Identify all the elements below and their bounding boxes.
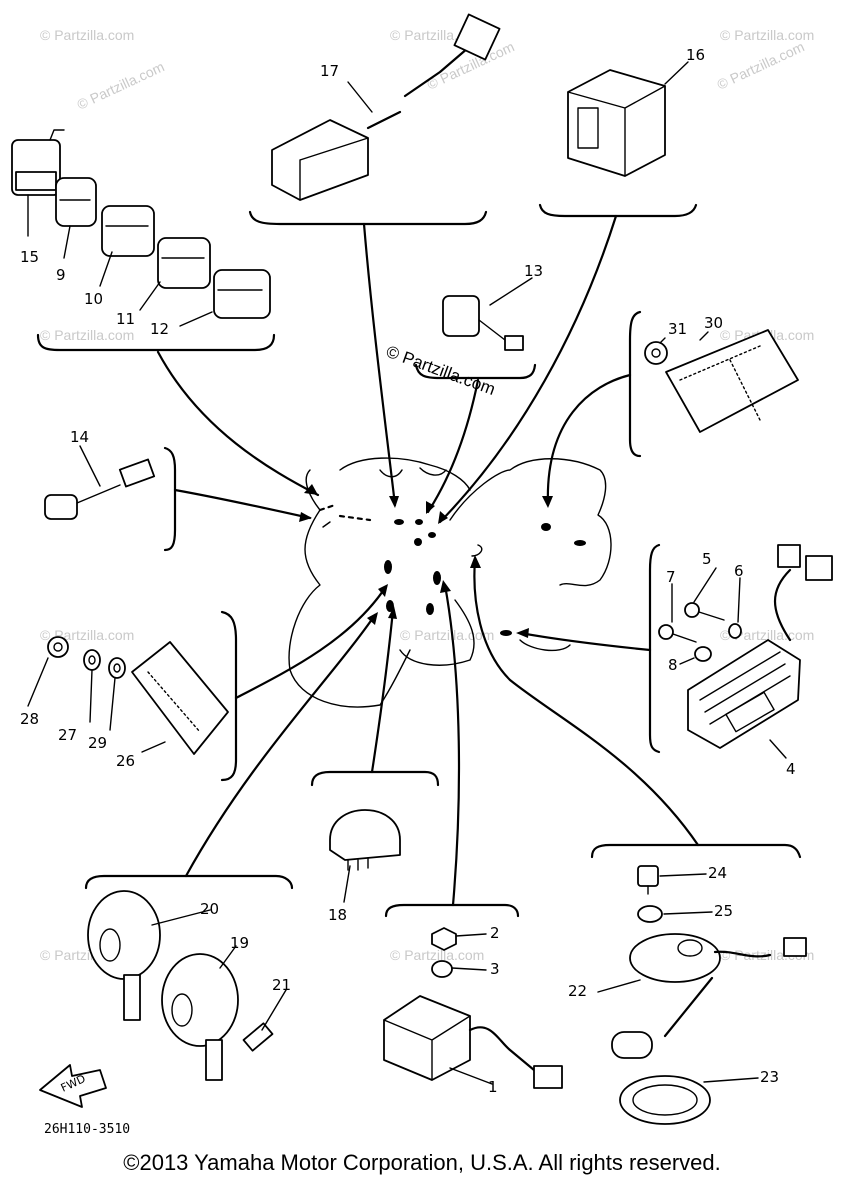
callout-22: 22 bbox=[568, 982, 587, 1000]
sender-22-drawing bbox=[611, 933, 807, 1059]
group-brackets bbox=[36, 203, 802, 918]
callout-8: 8 bbox=[668, 656, 678, 674]
callout-leaders bbox=[27, 61, 787, 1085]
unit-16-drawing bbox=[567, 69, 666, 177]
flasher-18-drawing bbox=[329, 809, 401, 871]
watermark: © Partzilla.com bbox=[390, 947, 484, 963]
callout-2: 2 bbox=[490, 924, 500, 942]
nut-28-drawing bbox=[47, 636, 69, 658]
callout-14: 14 bbox=[70, 428, 89, 446]
callout-6: 6 bbox=[734, 562, 744, 580]
callout-3: 3 bbox=[490, 960, 500, 978]
callout-10: 10 bbox=[84, 290, 103, 308]
sensor-14-drawing bbox=[44, 458, 156, 520]
relay-15-drawing bbox=[11, 129, 65, 196]
callout-17: 17 bbox=[320, 62, 339, 80]
nut-2-drawing bbox=[431, 927, 457, 951]
horn-19-drawing bbox=[161, 953, 239, 1081]
callout-12: 12 bbox=[150, 320, 169, 338]
callout-25: 25 bbox=[714, 902, 733, 920]
watermark: © Partzilla.com bbox=[720, 627, 814, 643]
nut-3-drawing bbox=[431, 960, 453, 978]
sensor-13-drawing bbox=[442, 295, 524, 351]
callout-9: 9 bbox=[56, 266, 66, 284]
fwd-arrow: FWD bbox=[39, 1064, 107, 1108]
bolt-5-drawing bbox=[684, 602, 725, 621]
callout-26: 26 bbox=[116, 752, 135, 770]
relay-10-drawing bbox=[101, 205, 155, 257]
callout-24: 24 bbox=[708, 864, 727, 882]
callout-31: 31 bbox=[668, 320, 687, 338]
regulator-4-drawing bbox=[687, 544, 833, 749]
copyright-notice: ©2013 Yamaha Motor Corporation, U.S.A. A… bbox=[123, 1150, 721, 1175]
washer-27-drawing bbox=[83, 649, 101, 671]
watermark: © Partzilla.com bbox=[720, 27, 814, 43]
washer-8-drawing bbox=[694, 646, 712, 662]
callout-1: 1 bbox=[488, 1078, 498, 1096]
callout-labels: 17 16 15 9 10 11 12 13 31 30 14 5 6 7 8 … bbox=[20, 46, 796, 1096]
reflector-30-drawing bbox=[665, 329, 799, 433]
relay-9-drawing bbox=[55, 177, 97, 227]
connector-17-drawing bbox=[271, 13, 501, 201]
relay-1-drawing bbox=[383, 995, 563, 1089]
callout-30: 30 bbox=[704, 314, 723, 332]
callout-28: 28 bbox=[20, 710, 39, 728]
drawing-code: 26H110-3510 bbox=[44, 1122, 131, 1137]
watermark: © Partzilla.com bbox=[40, 327, 134, 343]
watermark: © Partzilla.com bbox=[400, 627, 494, 643]
callout-5: 5 bbox=[702, 550, 712, 568]
nut-31-drawing bbox=[644, 341, 668, 365]
callout-21: 21 bbox=[272, 976, 291, 994]
callout-11: 11 bbox=[116, 310, 135, 328]
watermark: © Partzilla.com bbox=[40, 27, 134, 43]
gasket-23-drawing bbox=[619, 1075, 711, 1125]
callout-20: 20 bbox=[200, 900, 219, 918]
washer-6-drawing bbox=[728, 623, 742, 639]
callout-7: 7 bbox=[666, 568, 676, 586]
callout-27: 27 bbox=[58, 726, 77, 744]
washer-25-drawing bbox=[637, 905, 663, 923]
relay-11-drawing bbox=[157, 237, 211, 289]
callout-15: 15 bbox=[20, 248, 39, 266]
relay-12-drawing bbox=[213, 269, 271, 319]
callout-4: 4 bbox=[786, 760, 796, 778]
watermark-dark: © Partzilla.com bbox=[384, 342, 498, 399]
bolt-21-drawing bbox=[242, 1022, 274, 1052]
washer-29-drawing bbox=[108, 657, 126, 679]
frame-outline bbox=[288, 457, 612, 708]
watermarks: © Partzilla.com © Partzilla.com © Partzi… bbox=[40, 27, 814, 963]
parts: FWD bbox=[11, 13, 833, 1125]
callout-29: 29 bbox=[88, 734, 107, 752]
callout-23: 23 bbox=[760, 1068, 779, 1086]
watermark: © Partzilla.com bbox=[715, 38, 807, 92]
bolt-7-drawing bbox=[658, 624, 697, 643]
reflector-26-drawing bbox=[131, 641, 229, 755]
watermark: © Partzilla.com bbox=[75, 58, 167, 112]
leader-lines bbox=[156, 214, 700, 907]
horn-20-drawing bbox=[87, 890, 161, 1021]
callout-16: 16 bbox=[686, 46, 705, 64]
callout-19: 19 bbox=[230, 934, 249, 952]
callout-13: 13 bbox=[524, 262, 543, 280]
callout-18: 18 bbox=[328, 906, 347, 924]
bolt-24-drawing bbox=[637, 865, 659, 895]
